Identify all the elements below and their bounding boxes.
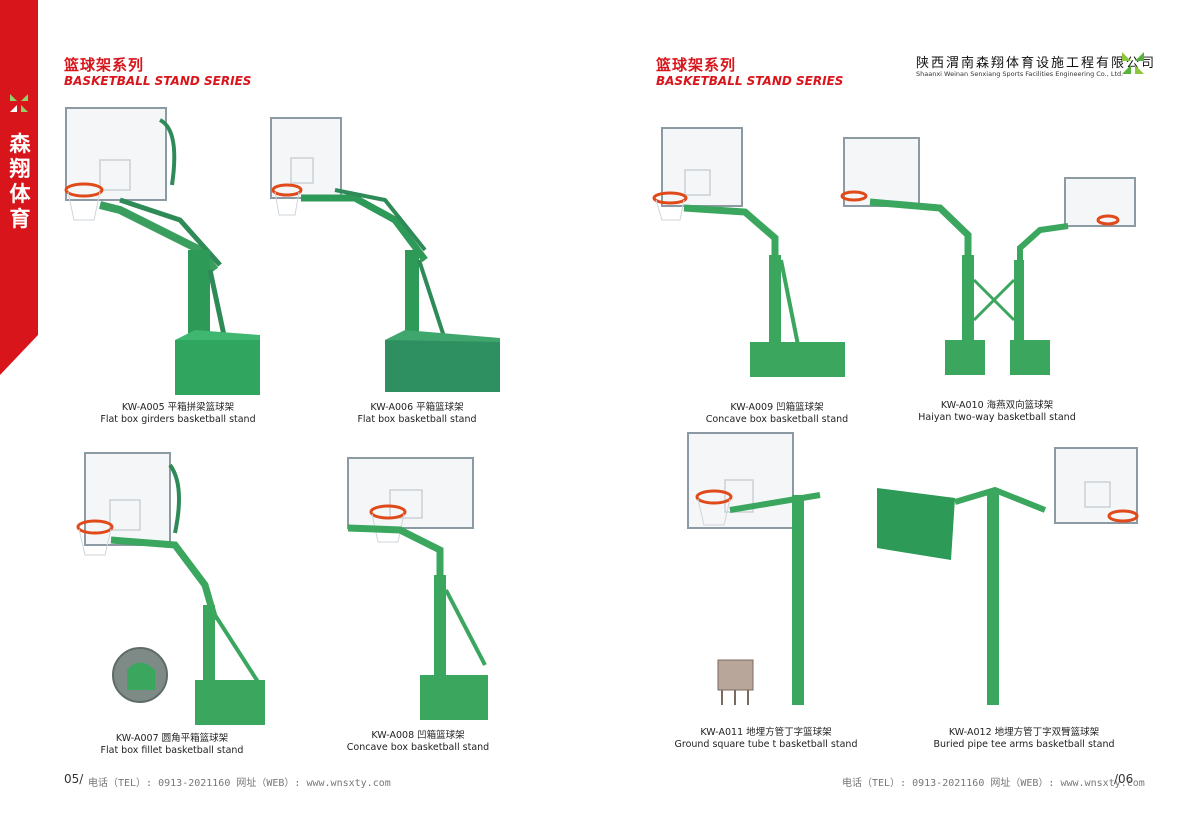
product-image-kw-a012	[875, 440, 1145, 710]
company-name-en: Shaanxi Weinan Senxiang Sports Facilitie…	[916, 70, 1124, 78]
product-name-en: Flat box fillet basketball stand	[100, 745, 244, 756]
right-section-title-cn: 篮球架系列	[656, 56, 737, 74]
product-code: KW-A007 圆角平箱篮球架	[115, 733, 229, 744]
footer-contact-right: 电话（TEL）: 0913-2021160 网址（WEB）: www.wnsxt…	[842, 778, 1145, 789]
product-caption-kw-a010: KW-A010 海燕双向篮球架 Haiyan two-way basketbal…	[892, 400, 1102, 424]
product-caption-kw-a007: KW-A007 圆角平箱篮球架 Flat box fillet basketba…	[67, 733, 277, 757]
product-name-en: Buried pipe tee arms basketball stand	[933, 739, 1115, 750]
side-char: 翔	[9, 157, 31, 181]
product-caption-kw-a009: KW-A009 凹箱篮球架 Concave box basketball sta…	[672, 402, 882, 426]
product-caption-kw-a008: KW-A008 凹箱篮球架 Concave box basketball sta…	[313, 730, 523, 754]
product-image-kw-a010	[840, 130, 1140, 380]
product-code: KW-A010 海燕双向篮球架	[940, 400, 1054, 411]
left-section-title-en: BASKETBALL STAND SERIES	[64, 74, 252, 88]
product-code: KW-A008 凹箱篮球架	[371, 730, 465, 741]
product-image-kw-a007	[65, 445, 280, 730]
product-image-kw-a005	[60, 100, 270, 400]
page-number-left: 05/	[64, 772, 84, 786]
product-name-en: Flat box girders basketball stand	[100, 414, 256, 425]
product-code: KW-A009 凹箱篮球架	[730, 402, 824, 413]
product-caption-kw-a005: KW-A005 平箱拼梁篮球架 Flat box girders basketb…	[73, 402, 283, 426]
product-code: KW-A011 地埋方管丁字篮球架	[700, 727, 832, 738]
side-char: 育	[9, 207, 31, 231]
product-code: KW-A012 地埋方管丁字双臂篮球架	[948, 727, 1100, 738]
product-name-en: Concave box basketball stand	[705, 414, 849, 425]
product-code: KW-A006 平箱篮球架	[370, 402, 464, 413]
product-image-kw-a009	[650, 120, 850, 380]
right-section-title-en: BASKETBALL STAND SERIES	[656, 74, 844, 88]
product-name-en: Concave box basketball stand	[346, 742, 490, 753]
company-name-cn: 陕西渭南森翔体育设施工程有限公司	[916, 56, 1157, 71]
product-caption-kw-a006: KW-A006 平箱篮球架 Flat box basketball stand	[312, 402, 522, 426]
sx-leaf-logo-icon	[8, 92, 30, 114]
side-brand-band	[0, 0, 38, 375]
side-brand-text: 森 翔 体 育	[7, 132, 33, 232]
product-caption-kw-a012: KW-A012 地埋方管丁字双臂篮球架 Buried pipe tee arms…	[919, 727, 1129, 751]
product-name-en: Haiyan two-way basketball stand	[918, 412, 1076, 423]
product-name-en: Flat box basketball stand	[357, 414, 477, 425]
left-section-title-cn: 篮球架系列	[64, 56, 145, 74]
footer-contact-left: 电话（TEL）: 0913-2021160 网址（WEB）: www.wnsxt…	[88, 778, 391, 789]
product-image-kw-a006	[265, 110, 505, 395]
side-char: 体	[9, 182, 31, 206]
product-code: KW-A005 平箱拼梁篮球架	[121, 402, 235, 413]
product-name-en: Ground square tube t basketball stand	[674, 739, 858, 750]
product-caption-kw-a011: KW-A011 地埋方管丁字篮球架 Ground square tube t b…	[661, 727, 871, 751]
product-image-kw-a008	[340, 450, 490, 725]
company-logo-icon	[1120, 50, 1146, 76]
page-number-right: /06	[1114, 772, 1134, 786]
product-image-kw-a011	[680, 425, 830, 710]
side-char: 森	[9, 132, 31, 156]
